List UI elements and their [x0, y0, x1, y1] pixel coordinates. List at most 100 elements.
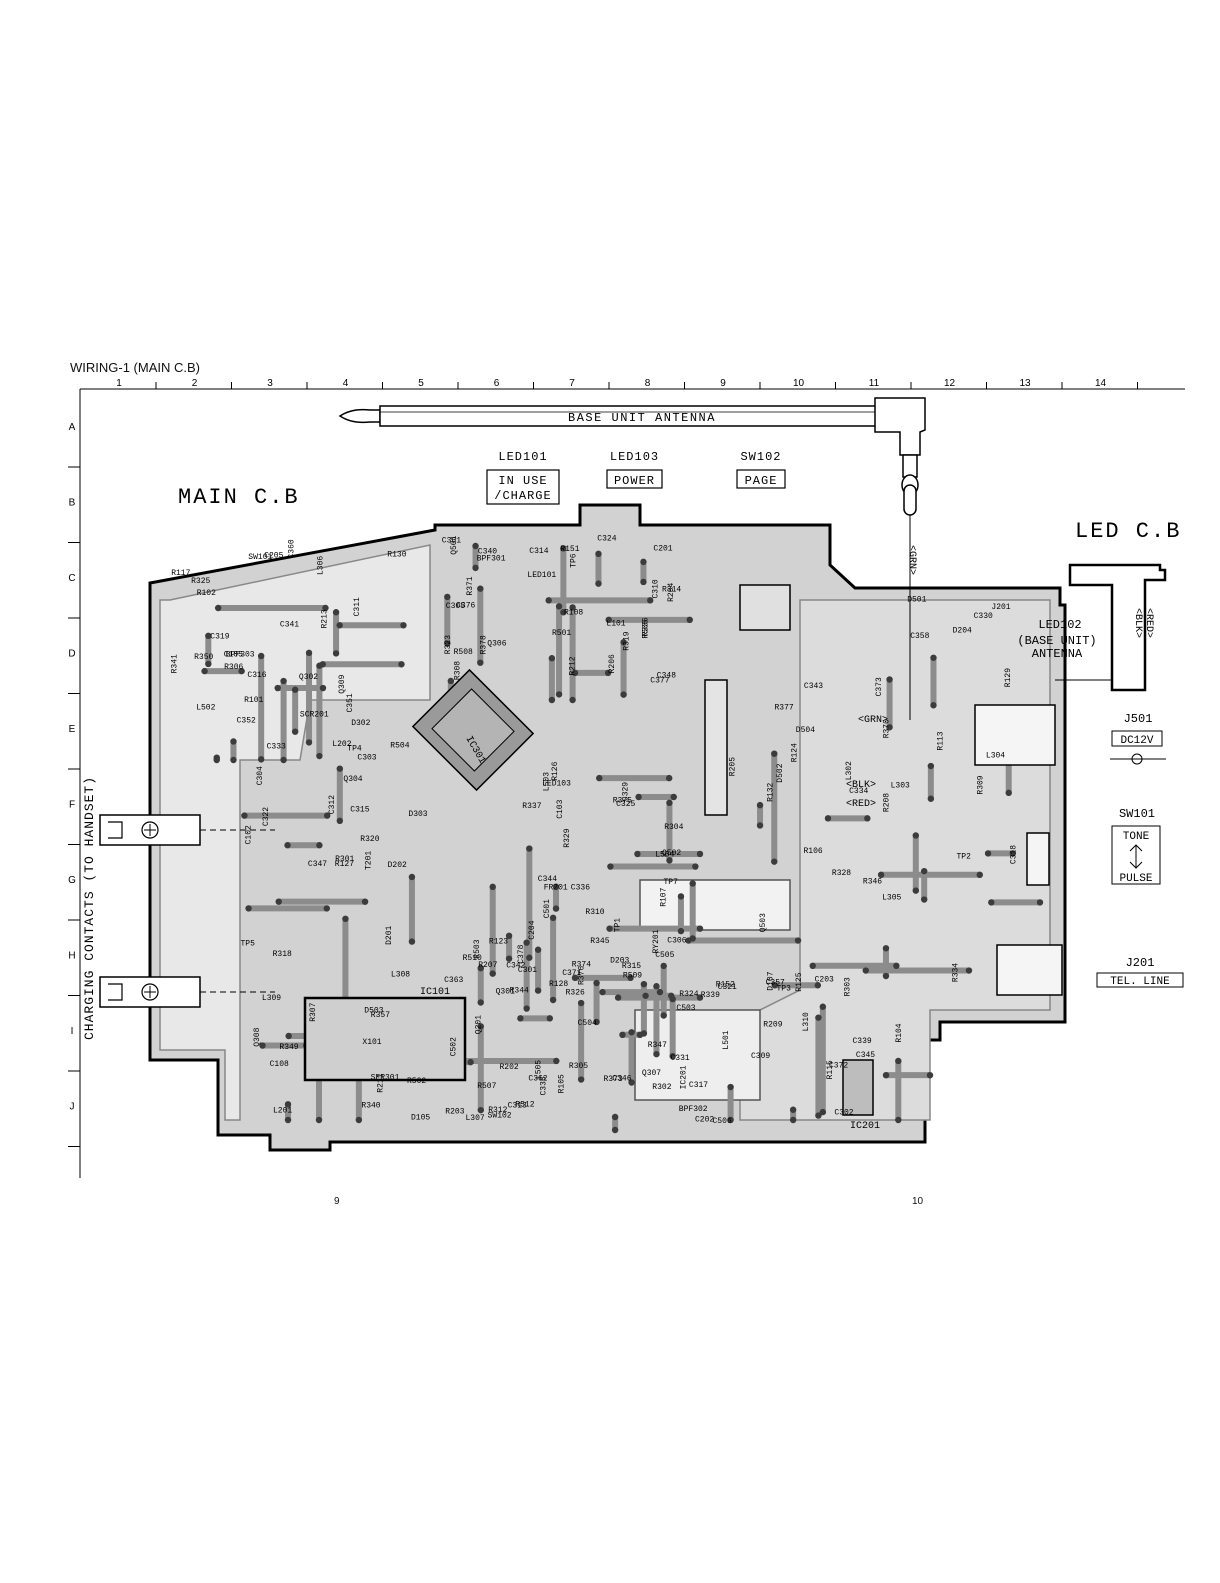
- component-ref: L505: [535, 1060, 544, 1079]
- pad: [534, 987, 542, 994]
- ic-label: IC201: [850, 1121, 880, 1132]
- component-ref: D201: [385, 925, 394, 944]
- component-ref: R328: [832, 869, 851, 878]
- pad: [323, 812, 331, 819]
- component-ref: Q201: [475, 1015, 484, 1034]
- pad: [614, 994, 622, 1001]
- row-label: E: [69, 724, 76, 735]
- component-ref: R105: [557, 1074, 566, 1093]
- indicator-box: [736, 469, 786, 489]
- component-ref: Q306: [487, 640, 506, 649]
- component-ref: L304: [986, 752, 1005, 761]
- row-label: G: [68, 875, 76, 886]
- pad: [201, 667, 208, 675]
- component-ref: L309: [262, 994, 281, 1003]
- pad: [361, 898, 369, 905]
- component-ref: R123: [489, 938, 508, 947]
- sw102-switch: [739, 584, 791, 631]
- component-ref: R325: [191, 577, 210, 586]
- pad: [398, 661, 405, 668]
- pad: [477, 585, 484, 592]
- component-ref: R307: [309, 1002, 318, 1021]
- component-ref: C360: [288, 539, 297, 558]
- ground-plane-left: [159, 544, 431, 1121]
- component-ref: T201: [365, 851, 374, 870]
- component-ref: C503: [676, 1004, 695, 1013]
- component-ref: SCR201: [300, 711, 329, 720]
- component-ref: R306: [224, 663, 243, 672]
- pad: [756, 801, 764, 809]
- j501-box: [1111, 730, 1163, 747]
- component-ref: R375: [613, 797, 632, 806]
- component-ref: Q301: [496, 988, 515, 997]
- pad: [640, 980, 648, 988]
- component-ref: C316: [247, 671, 266, 680]
- component-ref: C204: [528, 920, 537, 939]
- pad: [794, 937, 802, 944]
- component-ref: J201: [991, 603, 1010, 612]
- pad: [477, 1023, 484, 1030]
- component-ref: R301: [335, 855, 354, 864]
- column-label: 9: [720, 378, 726, 389]
- pad: [447, 677, 455, 685]
- pad: [628, 1079, 635, 1086]
- component-ref: C361: [442, 537, 461, 546]
- component-ref: SW101: [248, 553, 272, 562]
- sw101-pulse: PULSE: [1119, 873, 1152, 885]
- pad: [477, 964, 484, 972]
- column-label: 3: [267, 378, 273, 389]
- pad: [560, 609, 567, 616]
- pad: [230, 756, 237, 764]
- column-label: 5: [418, 378, 424, 389]
- component-ref: C341: [280, 620, 299, 629]
- pad: [984, 850, 992, 857]
- base-unit-antenna: [338, 397, 926, 720]
- column-label: 14: [1095, 378, 1107, 389]
- pad: [526, 845, 533, 852]
- pad: [619, 1031, 626, 1039]
- pad: [930, 702, 937, 709]
- pad: [323, 905, 330, 912]
- pad: [895, 1057, 902, 1065]
- component-ref: C304: [256, 766, 265, 785]
- component-ref: C357: [766, 978, 785, 987]
- pad: [1009, 850, 1016, 857]
- led102-caption: ANTENNA: [1032, 647, 1083, 661]
- column-label: 7: [569, 378, 575, 389]
- pad: [627, 974, 634, 982]
- j501-value: DC12V: [1120, 735, 1153, 747]
- component-ref: R130: [387, 551, 406, 560]
- component-ref: R113: [937, 731, 946, 750]
- component-ref: C334: [849, 787, 868, 796]
- pad: [1036, 899, 1044, 906]
- component-ref: Q302: [299, 673, 318, 682]
- component-ref: FR201: [544, 884, 568, 893]
- component-ref: BPF301: [477, 554, 506, 563]
- component-ref: R357: [371, 1011, 390, 1020]
- pad: [245, 905, 252, 912]
- pad: [604, 669, 612, 677]
- pad: [291, 728, 299, 735]
- pad: [555, 603, 563, 610]
- pad: [549, 914, 557, 922]
- component-ref: C331: [671, 1054, 690, 1063]
- component-ref: D105: [411, 1113, 430, 1122]
- component-ref: R309: [977, 775, 986, 794]
- row-label: B: [69, 498, 76, 509]
- component-ref: R104: [895, 1023, 904, 1042]
- pad: [824, 815, 832, 822]
- transformer-region: [634, 1009, 761, 1101]
- pad: [322, 604, 329, 612]
- pad: [577, 1076, 585, 1083]
- component-ref: R125: [795, 972, 804, 991]
- component-ref: L504: [655, 850, 674, 859]
- pad: [319, 661, 326, 668]
- component-ref: C318: [1009, 845, 1018, 864]
- pad: [472, 564, 479, 572]
- pad: [877, 871, 885, 879]
- pad: [593, 1018, 600, 1026]
- pad: [569, 604, 576, 611]
